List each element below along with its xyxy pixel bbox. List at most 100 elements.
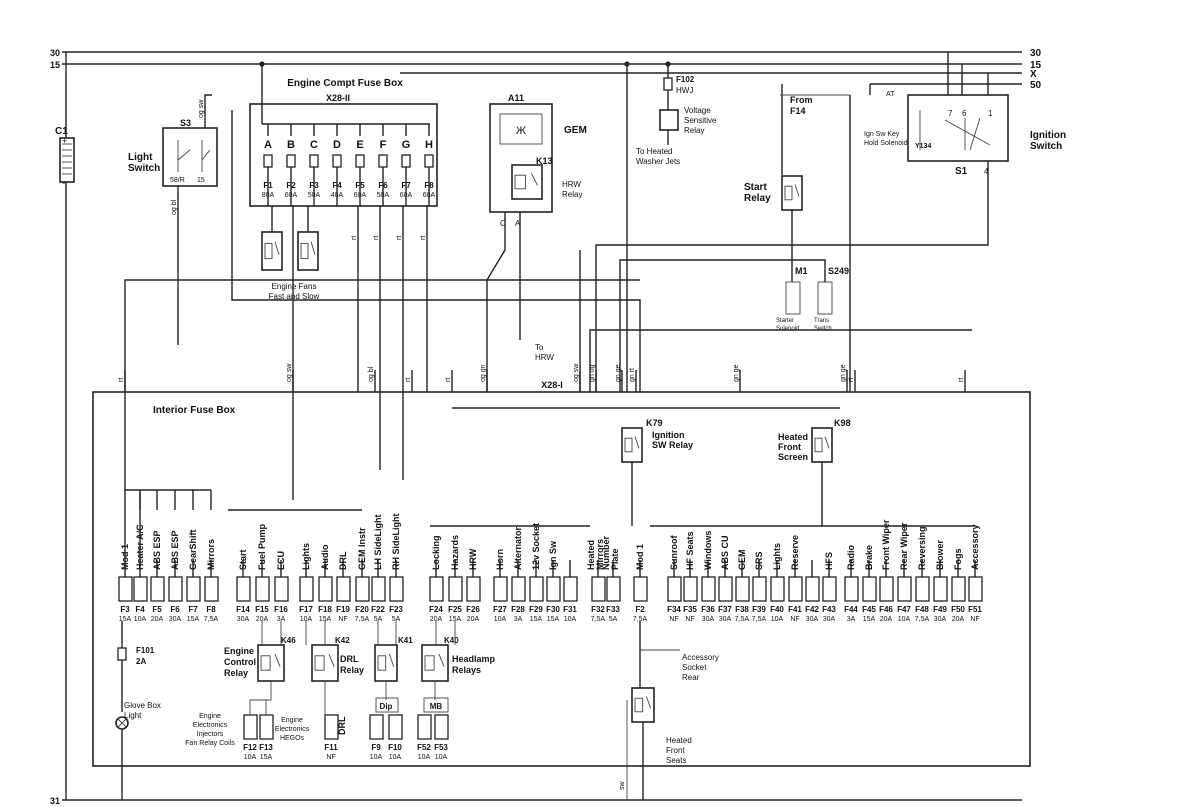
rail-label-15-right: 15 <box>1030 60 1042 71</box>
fuse-ref: F39 <box>752 605 766 614</box>
fuse-ref: F28 <box>511 605 525 614</box>
fuse-ref: F46 <box>879 605 893 614</box>
fuse-ref: F47 <box>897 605 911 614</box>
rail-label-x-right: X <box>1030 69 1037 80</box>
fuse-ref: F7 <box>188 605 198 614</box>
ignition-solenoid: Hold Solenoid <box>864 140 908 147</box>
k40-ref: K40 <box>444 636 459 645</box>
gem-relay-label: HRW <box>562 180 581 189</box>
switch-blade <box>201 149 211 161</box>
fuse-ref: F35 <box>683 605 697 614</box>
engine-fan-relay-2 <box>297 231 319 271</box>
light-switch-title: Switch <box>128 163 160 174</box>
relay-contact <box>531 173 538 186</box>
fuse-body <box>259 714 274 740</box>
fuse-amp: 30A <box>823 616 836 623</box>
relay-contact <box>824 436 830 449</box>
fuse-ref: F25 <box>448 605 462 614</box>
battery-minus: - <box>62 178 65 189</box>
start-relay-from: F14 <box>790 106 806 116</box>
engine-fuse-letter: D <box>333 139 341 151</box>
battery-c1 <box>59 137 75 183</box>
fuse-body <box>844 576 859 602</box>
relay-contact <box>310 241 316 255</box>
fuse-amp: 30A <box>806 616 819 623</box>
rail-label-50-right: 50 <box>1030 80 1042 91</box>
fuse-body <box>752 576 767 602</box>
fuse-name: SRS <box>754 551 764 570</box>
engine-fuse-element <box>424 154 434 168</box>
engine-box-title: Engine Compt Fuse Box <box>287 78 403 89</box>
relay-coil <box>514 174 526 190</box>
fuse-body <box>718 576 733 602</box>
ignition-pin: 4 <box>984 167 989 176</box>
fuse-amp: 3A <box>847 616 856 623</box>
fuse-ref: F2 <box>635 605 645 614</box>
ignition-contact <box>969 117 981 151</box>
fuse-name: Alternator <box>513 526 523 570</box>
relay-coil <box>260 655 271 671</box>
wire-tag: rt <box>445 378 452 382</box>
fuse-name: Rear Wiper <box>899 522 909 570</box>
engine-fuse-letter: C <box>310 139 318 151</box>
fuse-amp: NF <box>685 616 694 623</box>
mb-label: MB <box>430 702 443 711</box>
relay-contact <box>388 653 395 667</box>
fuse-ref: F11 <box>324 743 338 752</box>
relay-coil <box>624 437 633 453</box>
wire-tag: rt <box>396 236 403 240</box>
k46-label: Control <box>224 657 256 667</box>
fuse-amp: 15A <box>449 616 462 623</box>
fuse-ref: F24 <box>429 605 443 614</box>
junction-dot <box>665 61 671 67</box>
engine-fuse-element <box>286 154 296 168</box>
fuse-body <box>236 576 251 602</box>
k98-label: Front <box>778 442 801 452</box>
fuse-name: LH SideLight <box>373 515 383 571</box>
engine-fuse-letter: A <box>264 139 272 151</box>
wire-tag: rt <box>958 378 965 382</box>
trans-switch-wire <box>619 259 826 392</box>
fuse-body <box>243 714 258 740</box>
fuse-amp: 15A <box>319 616 332 623</box>
acc-socket-label: Socket <box>682 663 707 672</box>
fuse-body <box>150 576 165 602</box>
starter-solenoid <box>785 281 801 315</box>
f101-ref: F101 <box>136 646 155 655</box>
fuse-ref: F52 <box>417 743 431 752</box>
dip-label: Dip <box>380 702 393 711</box>
fuse-body <box>118 576 133 602</box>
engine-fuse-letter: F <box>380 139 387 151</box>
wire-tag: og sw <box>573 363 580 382</box>
fuse-name: Number <box>601 535 611 570</box>
fuse-amp: 10A <box>389 754 402 761</box>
ignition-pin: 7 <box>948 109 953 118</box>
fuse-amp: NF <box>338 616 347 623</box>
fuse-amp: 30A <box>934 616 947 623</box>
feed-wire <box>231 110 641 392</box>
m1-label: Solenoid <box>776 326 799 332</box>
gem-relay-label: Relay <box>562 190 582 199</box>
fuse-body <box>788 576 803 602</box>
eng-elec2-label: HEGOs <box>280 735 305 742</box>
drl-sub-label: DRL <box>337 716 347 735</box>
fuse-name: ABS CU <box>720 535 730 570</box>
light-switch-box <box>162 127 218 187</box>
eng-elec1-label: Engine <box>199 713 221 720</box>
relay-out <box>249 681 272 715</box>
fuse-body <box>606 576 621 602</box>
relay-contact <box>274 653 281 667</box>
